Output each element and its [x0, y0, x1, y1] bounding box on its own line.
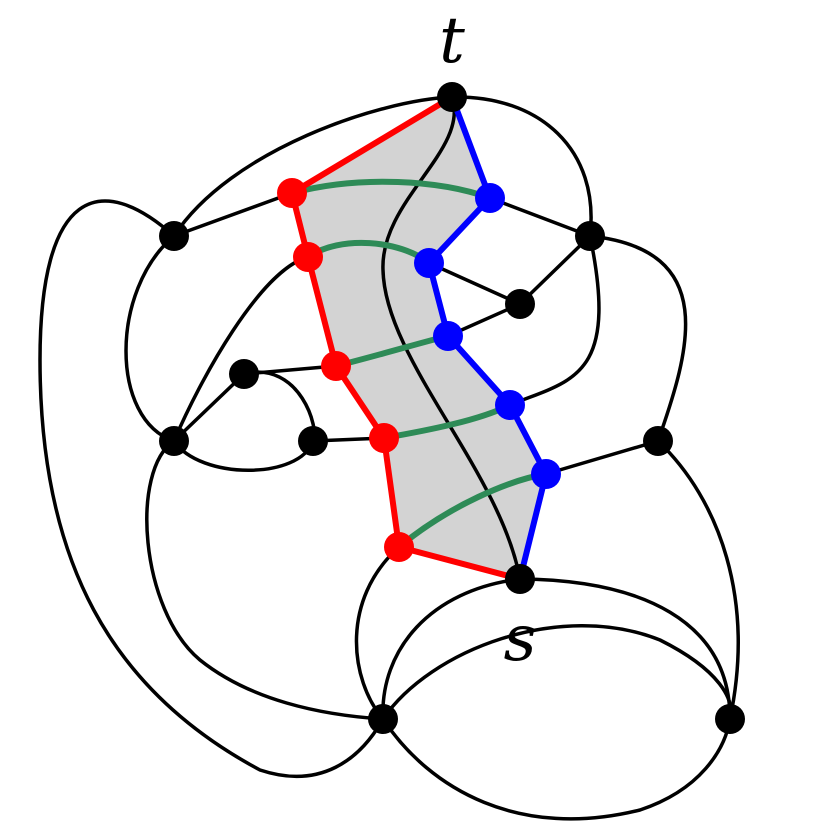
vertex [495, 390, 525, 420]
edge [242, 364, 338, 376]
vertex-s [505, 564, 535, 594]
vertex [229, 359, 259, 389]
vertex-t [437, 82, 467, 112]
edge [488, 196, 592, 238]
red-vertices [277, 178, 414, 562]
edge [381, 577, 522, 721]
vertex [321, 351, 351, 381]
edge [172, 439, 315, 472]
vertex [159, 221, 189, 251]
vertex [433, 321, 463, 351]
shaded-region [292, 97, 546, 579]
vertex [531, 459, 561, 489]
edge [656, 439, 740, 721]
vertex [475, 183, 505, 213]
edge [38, 199, 385, 779]
edge [124, 234, 176, 443]
label-t: t [439, 4, 465, 78]
edge [450, 95, 593, 238]
vertex [384, 532, 414, 562]
vertex [368, 704, 398, 734]
edge [427, 261, 522, 306]
edge [508, 234, 601, 407]
edge [172, 191, 294, 238]
edge [354, 545, 401, 721]
edge [518, 577, 732, 721]
vertex [159, 426, 189, 456]
vertex [575, 221, 605, 251]
edge [588, 234, 688, 443]
edge [172, 372, 246, 443]
vertex [298, 426, 328, 456]
edge [172, 255, 310, 443]
blue-vertices [414, 183, 561, 489]
vertex [369, 423, 399, 453]
vertex [277, 178, 307, 208]
edge [518, 234, 592, 306]
edge [145, 439, 385, 721]
black-vertices [159, 82, 745, 734]
edge [544, 439, 660, 476]
edge [172, 95, 454, 238]
edge [289, 178, 493, 201]
edge [381, 624, 733, 721]
edge [381, 717, 732, 821]
label-s: s [504, 602, 537, 676]
vertex [414, 248, 444, 278]
vertex [715, 704, 745, 734]
vertex [643, 426, 673, 456]
black-edges [38, 95, 740, 821]
vertex [505, 289, 535, 319]
vertex [293, 242, 323, 272]
edge [381, 95, 522, 581]
